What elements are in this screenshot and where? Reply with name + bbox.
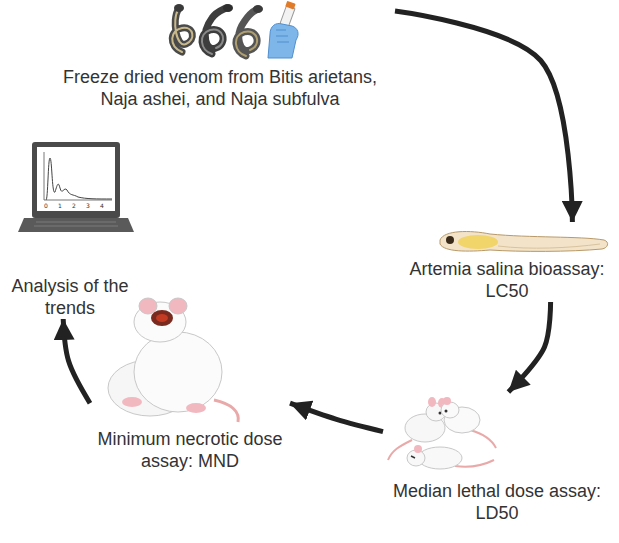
flow-arrow [395, 11, 572, 222]
axis-tick-label: 3 [84, 202, 92, 209]
flow-arrow [63, 319, 90, 403]
step-label: Analysis of the trends [2, 275, 138, 319]
laptop-illustration [18, 142, 134, 232]
rats-illustration [388, 397, 496, 469]
artemia-larva-illustration [440, 232, 608, 252]
workflow-step: Artemia salina bioassay: LC50 [398, 222, 616, 302]
step-label: Freeze dried venom from Bitis arietans, … [45, 66, 395, 110]
axis-tick-label: 2 [70, 202, 78, 209]
workflow-step: Analysis of the trends [2, 135, 138, 319]
step-label: Artemia salina bioassay: LC50 [398, 258, 616, 302]
step-label: Median lethal dose assay: LD50 [383, 480, 611, 524]
axis-tick-label: 4 [98, 202, 106, 209]
axis-tick-label: 0 [42, 202, 50, 209]
necrotic-rat-illustration [108, 298, 238, 422]
workflow-step: Freeze dried venom from Bitis arietans, … [45, 0, 395, 110]
step-label: Minimum necrotic dose assay: MND [90, 428, 290, 472]
axis-tick-label: 1 [56, 202, 64, 209]
gloved-hand-vial [268, 1, 298, 58]
flow-arrow [508, 302, 550, 392]
workflow-step: Minimum necrotic dose assay: MND [90, 300, 290, 472]
workflow-step: Median lethal dose assay: LD50 [383, 392, 611, 524]
snakes-illustration [172, 4, 263, 56]
flow-arrow [290, 403, 383, 431]
